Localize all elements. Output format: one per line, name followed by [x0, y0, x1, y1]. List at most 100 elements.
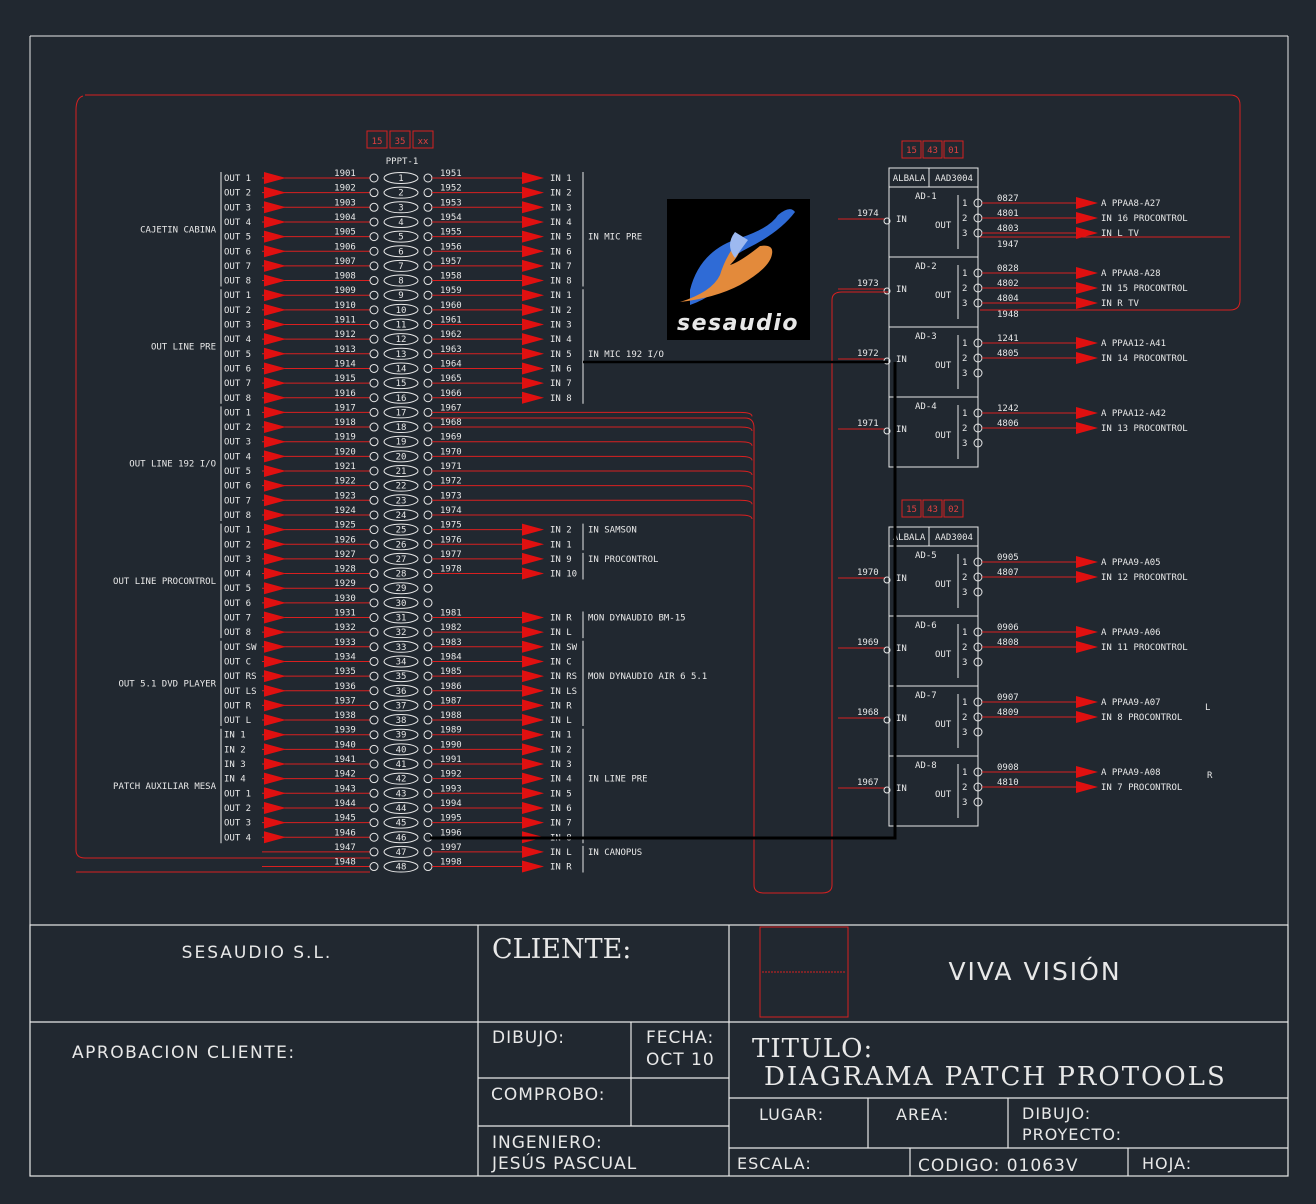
right-wire-number: 1983 [440, 638, 462, 648]
source-out-label: OUT L [224, 716, 251, 726]
left-wire-number: 1916 [334, 389, 356, 399]
source-arrow [264, 347, 286, 360]
channel-out-label: OUT [935, 580, 952, 590]
jack-normal [383, 611, 419, 624]
dest-arrow [522, 538, 544, 551]
jack-left [369, 700, 379, 710]
dest-arrow [522, 772, 544, 785]
out-wire-code: 4805 [997, 349, 1019, 359]
unit-brand: ALBALA [893, 533, 926, 543]
source-out-label: OUT 7 [224, 379, 251, 389]
dest-input-label: IN 8 [550, 277, 572, 287]
source-out-label: OUT RS [224, 672, 257, 682]
dest-input-label: IN 1 [550, 731, 572, 741]
source-out-label: IN 2 [224, 745, 246, 755]
right-wire-number: 1987 [440, 696, 462, 706]
dest-arrow [522, 684, 544, 697]
right-wire-number: 1990 [440, 740, 462, 750]
source-arrow [264, 596, 286, 609]
jack-number: 6 [398, 247, 403, 257]
out-destination: IN 11 PROCONTROL [1101, 643, 1188, 653]
source-arrow [264, 728, 286, 741]
jack-number: 23 [396, 496, 407, 506]
channel-name: AD-6 [915, 621, 937, 631]
jack-left [369, 290, 379, 300]
dest-input-label: IN 6 [550, 247, 572, 257]
jack-number: 32 [396, 628, 407, 638]
source-arrow [264, 450, 286, 463]
channel-in-label: IN [896, 355, 907, 365]
out-arrow [1076, 781, 1098, 793]
hoja-label: HOJA: [1142, 1154, 1192, 1173]
source-arrow [264, 743, 286, 756]
dest-input-label: IN R [550, 614, 572, 624]
channel-name: AD-3 [915, 332, 937, 342]
jack-left [369, 495, 379, 505]
left-wire-number: 1940 [334, 740, 356, 750]
out-arrow [1076, 212, 1098, 224]
out-port-number: 3 [962, 369, 967, 379]
out-wire-code: 0906 [997, 623, 1019, 633]
out-port-number: 2 [962, 643, 967, 653]
jack-left [369, 320, 379, 329]
jack-number: 24 [396, 511, 407, 521]
jack-right [423, 334, 433, 344]
source-out-label: OUT 1 [224, 526, 251, 536]
out-port-number: 1 [962, 768, 967, 778]
dest-arrow [522, 377, 544, 390]
source-out-label: OUT 5 [224, 584, 251, 594]
jack-left [369, 217, 379, 227]
jack-left [369, 437, 379, 447]
left-wire-number: 1902 [334, 184, 356, 194]
channel-out-label: OUT [935, 291, 952, 301]
out-port-number: 1 [962, 628, 967, 638]
left-wire-number: 1920 [334, 447, 356, 457]
left-wire-number: 1910 [334, 301, 356, 311]
out-destination: A PPAA9-A08 [1101, 768, 1161, 778]
jack-normal [383, 801, 419, 814]
dest-input-label: IN 8 [550, 394, 572, 404]
source-out-label: OUT 6 [224, 599, 251, 609]
left-wire-number: 1909 [334, 286, 356, 296]
channel-in-number: 1971 [857, 419, 879, 429]
destination-name: MON DYNAUDIO BM-15 [588, 614, 686, 624]
dest-input-label: IN 1 [550, 540, 572, 550]
source-arrow [264, 465, 286, 477]
left-wire-number: 1908 [334, 272, 356, 282]
jack-normal [383, 421, 419, 434]
jack-right [423, 305, 433, 315]
aprobacion-label: APROBACION CLIENTE: [72, 1043, 296, 1063]
source-arrow [264, 362, 286, 375]
dest-input-label: IN 4 [550, 335, 572, 345]
left-wire-number: 1948 [334, 858, 356, 868]
source-arrow [264, 670, 286, 683]
source-arrow [264, 172, 286, 184]
left-wire-number: 1922 [334, 477, 356, 487]
jack-number: 1 [398, 174, 403, 184]
jack-number: 10 [396, 306, 407, 316]
right-wire-number: 1962 [440, 330, 462, 340]
left-wire-number: 1926 [334, 535, 356, 545]
destination-group: MON DYNAUDIO AIR 6 5.1 [582, 640, 707, 727]
jack-number: 30 [396, 599, 407, 609]
jack-normal [383, 552, 419, 565]
left-wire-number: 1901 [334, 169, 356, 179]
jack-right [423, 656, 433, 666]
extra-wire-number: 1948 [997, 310, 1019, 320]
source-arrow [264, 523, 286, 536]
source-arrow [264, 245, 286, 258]
dest-arrow [522, 758, 544, 770]
jack-number: 7 [398, 262, 403, 272]
jack-right [423, 407, 433, 417]
out-port-number: 2 [962, 424, 967, 434]
